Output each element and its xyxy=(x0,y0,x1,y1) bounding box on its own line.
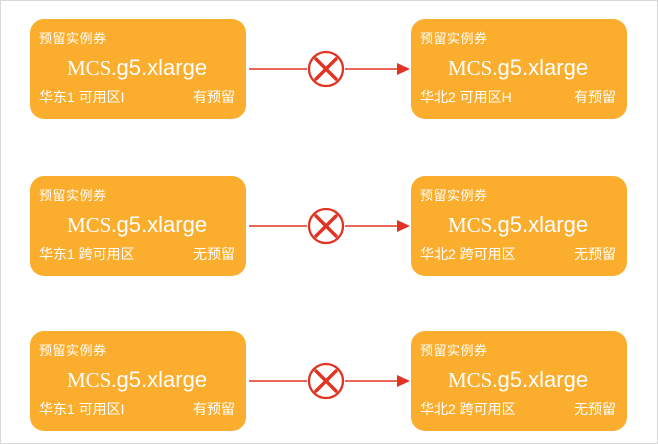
status-label: 无预留 xyxy=(574,246,616,262)
instance-name: MCS.g5.xlarge xyxy=(39,211,235,237)
instance-name-rest: g5.xlarge xyxy=(116,366,208,392)
instance-name-prefix: MCS. xyxy=(66,367,117,392)
zone-label: 华东1 可用区I xyxy=(39,401,125,417)
zone-label: 华北2 可用区H xyxy=(420,89,512,105)
zone-label: 华北2 跨可用区 xyxy=(420,401,516,417)
reserved-instance-card-left: 预留实例券 MCS.g5.xlarge 华东1 跨可用区 无预留 xyxy=(30,176,246,276)
instance-name-prefix: MCS. xyxy=(66,55,117,80)
cross-icon-stroke xyxy=(314,369,338,393)
instance-name-rest: g5.xlarge xyxy=(497,54,589,80)
card-badge: 预留实例券 xyxy=(420,31,488,46)
card-badge: 预留实例券 xyxy=(39,188,107,203)
instance-name: MCS.g5.xlarge xyxy=(39,54,235,80)
instance-name-rest: g5.xlarge xyxy=(497,366,589,392)
reserved-instance-card-left: 预留实例券 MCS.g5.xlarge 华东1 可用区I 有预留 xyxy=(30,19,246,119)
instance-name: MCS.g5.xlarge xyxy=(420,366,616,392)
instance-name: MCS.g5.xlarge xyxy=(420,54,616,80)
cross-icon-stroke xyxy=(314,57,338,81)
cross-icon-stroke xyxy=(314,214,338,238)
arrowhead-icon xyxy=(397,220,410,232)
instance-name-rest: g5.xlarge xyxy=(497,211,589,237)
status-label: 无预留 xyxy=(193,246,235,262)
zone-label: 华东1 跨可用区 xyxy=(39,246,135,262)
card-badge: 预留实例券 xyxy=(39,343,107,358)
crossed-arrow-connector xyxy=(249,207,410,245)
card-badge: 预留实例券 xyxy=(420,188,488,203)
reserved-instance-card-right: 预留实例券 MCS.g5.xlarge 华北2 可用区H 有预留 xyxy=(411,19,627,119)
card-footer: 华东1 可用区I 有预留 xyxy=(39,90,235,105)
instance-name-prefix: MCS. xyxy=(66,212,117,237)
cross-circle-icon xyxy=(307,50,345,88)
card-badge: 预留实例券 xyxy=(39,31,107,46)
instance-name-rest: g5.xlarge xyxy=(116,211,208,237)
arrowhead-icon xyxy=(397,375,410,387)
instance-name-prefix: MCS. xyxy=(447,367,498,392)
status-label: 有预留 xyxy=(574,89,616,105)
instance-name: MCS.g5.xlarge xyxy=(39,366,235,392)
reserved-instance-card-right: 预留实例券 MCS.g5.xlarge 华北2 跨可用区 无预留 xyxy=(411,331,627,431)
card-footer: 华东1 跨可用区 无预留 xyxy=(39,247,235,262)
instance-name-rest: g5.xlarge xyxy=(116,54,208,80)
instance-name-prefix: MCS. xyxy=(447,55,498,80)
status-label: 有预留 xyxy=(193,89,235,105)
zone-label: 华北2 跨可用区 xyxy=(420,246,516,262)
card-badge: 预留实例券 xyxy=(420,343,488,358)
card-footer: 华北2 跨可用区 无预留 xyxy=(420,247,616,262)
cross-circle-icon xyxy=(307,362,345,400)
reserved-instance-card-right: 预留实例券 MCS.g5.xlarge 华北2 跨可用区 无预留 xyxy=(411,176,627,276)
card-footer: 华北2 可用区H 有预留 xyxy=(420,90,616,105)
status-label: 有预留 xyxy=(193,401,235,417)
instance-name: MCS.g5.xlarge xyxy=(420,211,616,237)
arrowhead-icon xyxy=(397,63,410,75)
crossed-arrow-connector xyxy=(249,50,410,88)
status-label: 无预留 xyxy=(574,401,616,417)
card-footer: 华东1 可用区I 有预留 xyxy=(39,402,235,417)
reserved-instance-card-left: 预留实例券 MCS.g5.xlarge 华东1 可用区I 有预留 xyxy=(30,331,246,431)
card-footer: 华北2 跨可用区 无预留 xyxy=(420,402,616,417)
instance-name-prefix: MCS. xyxy=(447,212,498,237)
zone-label: 华东1 可用区I xyxy=(39,89,125,105)
crossed-arrow-connector xyxy=(249,362,410,400)
cross-circle-icon xyxy=(307,207,345,245)
